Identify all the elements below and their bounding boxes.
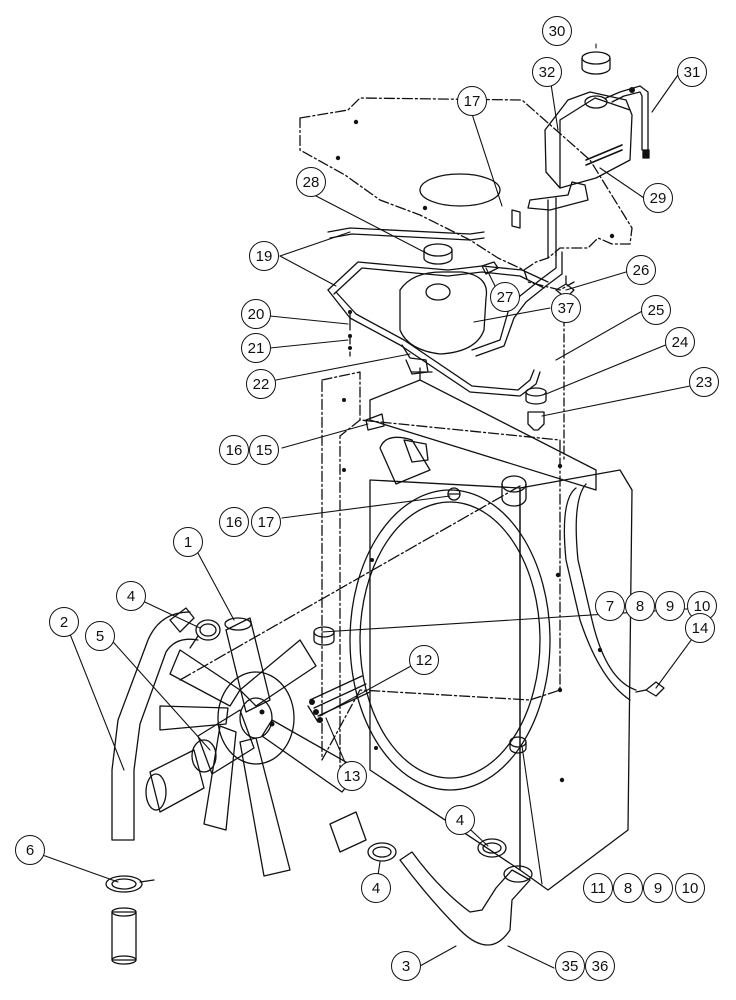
tank-bracket-leg <box>547 197 557 259</box>
callout-13: 13 <box>337 761 367 791</box>
callout-1: 1 <box>173 527 203 557</box>
tank-neck <box>584 95 608 109</box>
tube-25 <box>471 251 563 357</box>
callout-23: 23 <box>689 367 719 397</box>
callout-10: 10 <box>675 873 705 903</box>
callout-17: 17 <box>251 507 281 537</box>
clamp-6 <box>105 875 155 893</box>
lower-hose-stub <box>329 811 367 853</box>
callout-28: 28 <box>296 167 326 197</box>
fitting-27 <box>481 261 499 275</box>
callout-4: 4 <box>361 873 391 903</box>
callout-31: 31 <box>677 57 707 87</box>
radiator-tank-inlet <box>501 475 527 507</box>
bolt-16-17 <box>447 487 461 501</box>
callout-9: 9 <box>655 591 685 621</box>
callout-30: 30 <box>542 16 572 46</box>
callout-3: 3 <box>391 951 421 981</box>
callout-8: 8 <box>613 873 643 903</box>
fan-hub <box>217 671 295 765</box>
expansion-tank <box>399 271 488 381</box>
clamp-4-lower-left <box>367 842 397 862</box>
drain-valve-14 <box>635 681 665 697</box>
shroud-holes <box>342 398 603 783</box>
callout-17: 17 <box>457 86 487 116</box>
overflow-tank <box>511 91 633 259</box>
plate-holes <box>335 119 615 239</box>
hose-1 <box>224 617 271 713</box>
clamp-4-lower-right <box>477 838 507 858</box>
callout-24: 24 <box>665 327 695 357</box>
callout-2: 2 <box>49 607 79 637</box>
radiator-shroud <box>349 379 637 891</box>
callout-22: 22 <box>246 369 276 399</box>
clamp-4-upper <box>189 619 221 649</box>
tank-cap <box>581 51 611 75</box>
callout-19: 19 <box>249 241 279 271</box>
tube-19 <box>327 227 549 397</box>
hose-end-tube <box>111 907 137 965</box>
callout-27: 27 <box>490 282 520 312</box>
callout-35: 35 <box>555 951 585 981</box>
leader-lines <box>33 43 703 969</box>
callout-6: 6 <box>15 835 45 865</box>
hose-clamp-11 <box>509 736 527 754</box>
callout-12: 12 <box>409 645 439 675</box>
callout-15: 15 <box>249 435 279 465</box>
hose-3 <box>399 851 533 946</box>
callout-5: 5 <box>85 621 115 651</box>
radiator-cap <box>423 243 453 265</box>
top-hose-connector <box>379 436 431 485</box>
callout-9: 9 <box>643 873 673 903</box>
fitting-23 <box>527 411 545 431</box>
callout-21: 21 <box>241 333 271 363</box>
plate-opening <box>419 173 501 207</box>
callout-29: 29 <box>643 183 673 213</box>
radiator-frame <box>321 371 561 771</box>
callout-16: 16 <box>219 507 249 537</box>
callout-20: 20 <box>241 299 271 329</box>
callout-7: 7 <box>595 591 625 621</box>
top-mounting-plate <box>299 97 633 291</box>
hose-2 <box>111 607 199 841</box>
callout-25: 25 <box>641 295 671 325</box>
callout-32: 32 <box>532 57 562 87</box>
hose-clamp-7 <box>313 626 335 646</box>
fan-spacer <box>145 709 255 813</box>
callout-36: 36 <box>585 951 615 981</box>
fan-bolts-12 <box>307 675 371 723</box>
plate-clip <box>511 209 521 229</box>
overflow-hose <box>605 85 650 159</box>
callout-4: 4 <box>445 805 475 835</box>
callout-26: 26 <box>626 255 656 285</box>
tank-bracket <box>527 181 589 211</box>
callout-14: 14 <box>685 613 715 643</box>
hose-24 <box>525 387 547 405</box>
callout-11: 11 <box>583 873 613 903</box>
callout-37: 37 <box>551 293 581 323</box>
callout-16: 16 <box>219 435 249 465</box>
bolt-15-16 <box>365 413 385 431</box>
callout-4: 4 <box>116 581 146 611</box>
assembly-axis-line <box>179 485 521 681</box>
callout-8: 8 <box>625 591 655 621</box>
fan-blades <box>159 639 361 877</box>
fan-bolt-heads <box>259 699 323 727</box>
